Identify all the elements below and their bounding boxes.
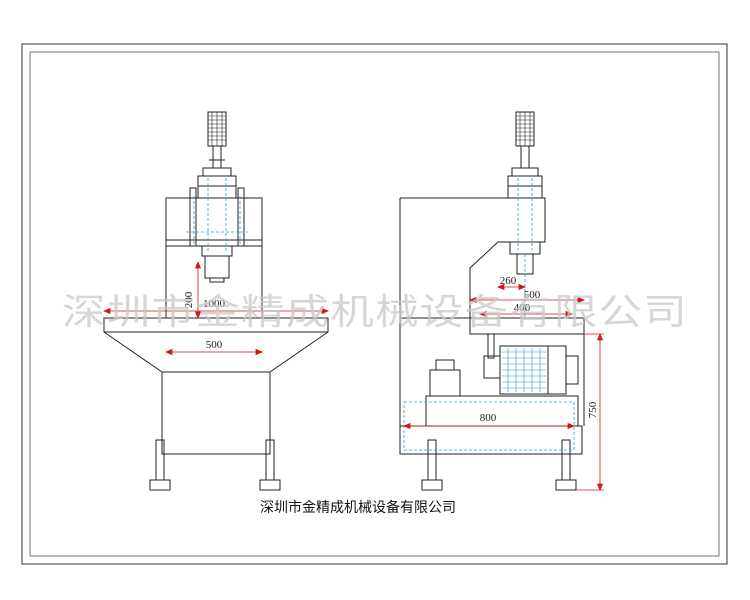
side-foot-left bbox=[427, 439, 437, 481]
front-view bbox=[103, 111, 329, 491]
side-motor-fins bbox=[502, 348, 546, 392]
front-punch-tip bbox=[209, 277, 225, 283]
dim-base-width-label: 500 bbox=[206, 339, 223, 351]
side-pump-top bbox=[435, 359, 455, 371]
side-knob-knurl bbox=[516, 112, 534, 146]
side-table bbox=[469, 317, 585, 335]
front-table bbox=[103, 317, 329, 333]
side-base-tank bbox=[425, 395, 579, 427]
dim-throat-label: 260 bbox=[500, 275, 517, 287]
side-foot-left-pad bbox=[421, 479, 443, 491]
front-post-left bbox=[189, 187, 197, 247]
front-lower-body bbox=[161, 371, 271, 455]
watermark-text: 深圳市金精成机械设备有限公司 bbox=[62, 292, 688, 333]
front-ram bbox=[201, 245, 233, 257]
front-foot-right-pad bbox=[259, 479, 281, 491]
side-top-nut bbox=[511, 167, 539, 177]
front-post-right bbox=[237, 187, 245, 247]
outer-frame bbox=[21, 43, 728, 565]
front-dimensions bbox=[102, 260, 330, 356]
front-upper-frame bbox=[165, 197, 263, 247]
front-hidden-lines bbox=[186, 178, 248, 252]
side-c-frame bbox=[399, 175, 546, 319]
side-foot-right bbox=[561, 439, 571, 481]
front-left-slope bbox=[103, 331, 163, 440]
front-foot-left-pad bbox=[149, 479, 171, 491]
side-pump-body bbox=[429, 369, 461, 397]
side-top-block bbox=[507, 175, 543, 199]
dim-table-width-label: 1000 bbox=[203, 298, 226, 310]
front-top-block bbox=[197, 175, 237, 199]
dim-height-label: 750 bbox=[587, 401, 599, 418]
front-knob-knurl bbox=[208, 112, 226, 146]
inner-frame bbox=[29, 51, 720, 557]
side-table-support bbox=[487, 333, 495, 359]
side-motor-flange bbox=[565, 355, 579, 385]
front-punch-head bbox=[204, 255, 230, 279]
drawing-caption: 深圳市金精成机械设备有限公司 bbox=[260, 499, 456, 516]
side-dimensions bbox=[402, 283, 604, 492]
dim-stroke-label: 200 bbox=[183, 291, 195, 308]
front-foot-left bbox=[155, 439, 165, 481]
dim-base-length-label: 800 bbox=[480, 412, 497, 424]
front-right-slope bbox=[269, 331, 329, 440]
side-view bbox=[399, 111, 585, 491]
dim-table-depth-label: 500 bbox=[524, 289, 541, 301]
side-ram bbox=[509, 241, 541, 255]
side-motor-mount bbox=[483, 355, 503, 379]
dim-inner-width-label: 400 bbox=[514, 302, 531, 314]
front-top-nut bbox=[202, 167, 232, 177]
side-foot-right-pad bbox=[555, 479, 577, 491]
